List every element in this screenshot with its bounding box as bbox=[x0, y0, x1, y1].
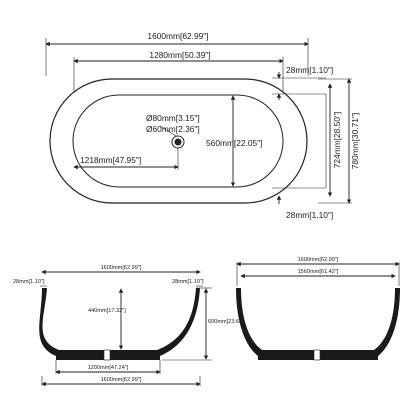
side-top-length-label: 1600mm[62.99"] bbox=[101, 265, 142, 271]
overall-height-label: 600mm[23.62"] bbox=[208, 319, 246, 325]
end-view: 1600mm[62.99"] 1560mm[61.42"] bbox=[236, 257, 400, 361]
drain-inner-label: Ø60mm[2.36"] bbox=[146, 124, 200, 134]
drain-icon bbox=[313, 349, 321, 361]
top-view: 1600mm[62.99"] 1280mm[50.39"] 28mm[1.10"… bbox=[45, 31, 360, 220]
tub-end-interior bbox=[241, 288, 395, 350]
end-top-width-label: 1600mm[62.99"] bbox=[298, 257, 339, 263]
drain-offset-label: 1218mm[47.95"] bbox=[80, 155, 141, 165]
side-view: 1600mm[62.99"] 28mm[1.10"] 28mm[1.10"] 4… bbox=[13, 265, 246, 387]
base-length-label: 1200mm[47.24"] bbox=[88, 365, 129, 371]
end-inner-width-label: 1560mm[61.42"] bbox=[298, 269, 339, 275]
tub-side-interior bbox=[42, 288, 196, 350]
overall-length-label: 1600mm[62.99"] bbox=[147, 31, 208, 41]
inner-height-label: 440mm[17.32"] bbox=[88, 308, 126, 314]
overall-width-label: 780mm[30.71"] bbox=[350, 113, 360, 170]
bottom-length-label: 1600mm[62.99"] bbox=[101, 377, 142, 383]
side-rim-left-label: 28mm[1.10"] bbox=[13, 279, 45, 285]
drain-inner-icon bbox=[174, 138, 182, 146]
inner-width-label: 560mm[22.05"] bbox=[206, 138, 263, 148]
side-rim-right-label: 28mm[1.10"] bbox=[172, 279, 204, 285]
rim-right-label: 28mm[1.10"] bbox=[286, 65, 333, 75]
drain-icon bbox=[103, 349, 111, 361]
inner-depth-label: 724mm[28.50"] bbox=[332, 112, 342, 169]
inner-length-label: 1280mm[50.39"] bbox=[149, 50, 210, 60]
drain-leader bbox=[159, 125, 177, 137]
drain-outer-label: Ø80mm[3.15"] bbox=[146, 113, 200, 123]
rim-bottom-right-label: 28mm[1.10"] bbox=[286, 210, 333, 220]
